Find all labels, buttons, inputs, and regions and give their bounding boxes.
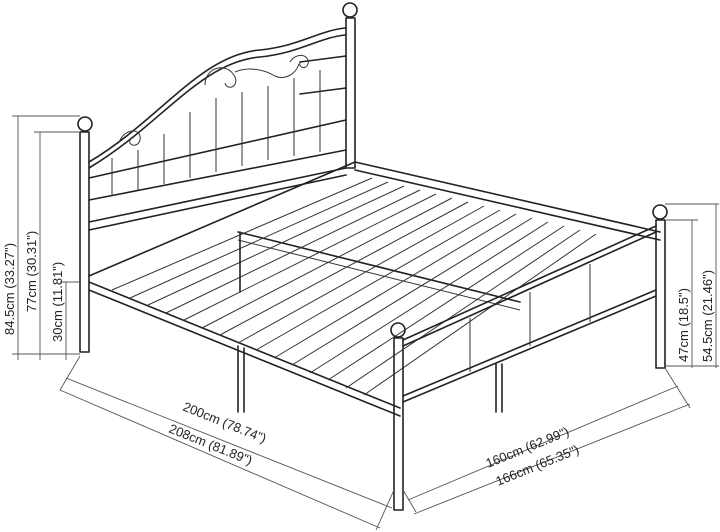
footboard — [390, 204, 668, 511]
foot-left-post — [393, 337, 404, 511]
foot-left-finial — [390, 322, 406, 338]
head-left-finial — [77, 116, 93, 132]
foot-right-finial — [652, 204, 668, 220]
dimension-lines — [12, 115, 719, 531]
headboard-height-label: 77cm (30.31") — [24, 231, 39, 312]
head-right-finial — [342, 2, 358, 18]
footboard-height-label: 47cm (18.5") — [676, 288, 691, 362]
footpost-height-label: 54.5cm (21.46") — [700, 270, 715, 362]
underbed-clearance-label: 30cm (11.81") — [50, 262, 65, 342]
head-right-post — [345, 17, 356, 169]
platform — [88, 161, 661, 417]
head-left-post — [79, 131, 90, 353]
total-height-label: 84.5cm (33.27") — [2, 243, 17, 335]
foot-right-post — [655, 219, 666, 369]
